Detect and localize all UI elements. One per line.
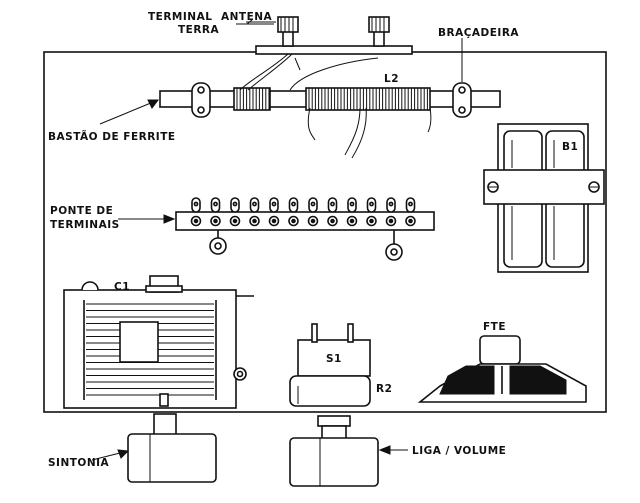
label-antena: ANTENA <box>221 11 273 23</box>
terminal-lug <box>229 197 241 227</box>
terminal-lug <box>405 197 416 227</box>
label-l2: L2 <box>384 73 399 85</box>
terminal-lug <box>288 197 299 227</box>
terminal-lug <box>190 197 202 227</box>
terminal-bridge <box>175 197 435 261</box>
volume-switch <box>289 323 371 407</box>
terminal-lug <box>268 197 280 227</box>
label-sintonia: SINTONIA <box>48 457 110 469</box>
terminal-terra-knob <box>277 16 299 47</box>
variable-capacitor <box>63 275 254 409</box>
right-clamp <box>452 82 472 118</box>
terminal-lug <box>307 197 319 227</box>
speaker <box>417 335 587 403</box>
label-ponte-1: PONTE DE <box>50 205 113 217</box>
ring-lug <box>209 230 227 255</box>
antenna-lead-1 <box>239 53 289 91</box>
ring-lug <box>385 230 403 261</box>
label-r2: R2 <box>376 383 392 395</box>
label-b1: B1 <box>562 141 578 153</box>
sintonia-knob <box>127 413 217 483</box>
liga-volume-knob <box>289 415 379 487</box>
label-terminal-terra-2: TERRA <box>178 24 220 36</box>
battery-holder <box>483 123 605 273</box>
terminal-lug <box>366 197 377 227</box>
label-s1: S1 <box>326 353 342 365</box>
antena-knob <box>368 16 390 47</box>
terminal-lug <box>249 197 260 227</box>
terminal-lug <box>210 197 221 227</box>
coil-wires <box>307 107 316 141</box>
label-c1: C1 <box>114 281 130 293</box>
terminal-lug <box>346 197 358 227</box>
ferrite-rod <box>159 82 501 118</box>
terminal-lug <box>385 197 397 227</box>
leader-lines <box>91 23 463 461</box>
left-clamp <box>191 82 211 118</box>
label-terminal-terra-1: TERMINAL <box>148 11 212 23</box>
terminal-lug <box>327 197 338 227</box>
label-fte: FTE <box>483 321 506 333</box>
small-coil <box>233 87 271 111</box>
label-ponte-2: TERMINAIS <box>50 219 120 231</box>
label-bracadeira: BRAÇADEIRA <box>438 27 519 39</box>
label-bastao: BASTÃO DE FERRITE <box>48 130 176 143</box>
terminal-strip <box>255 16 413 55</box>
l2-coil <box>305 87 431 111</box>
label-liga-volume: LIGA / VOLUME <box>412 445 506 457</box>
